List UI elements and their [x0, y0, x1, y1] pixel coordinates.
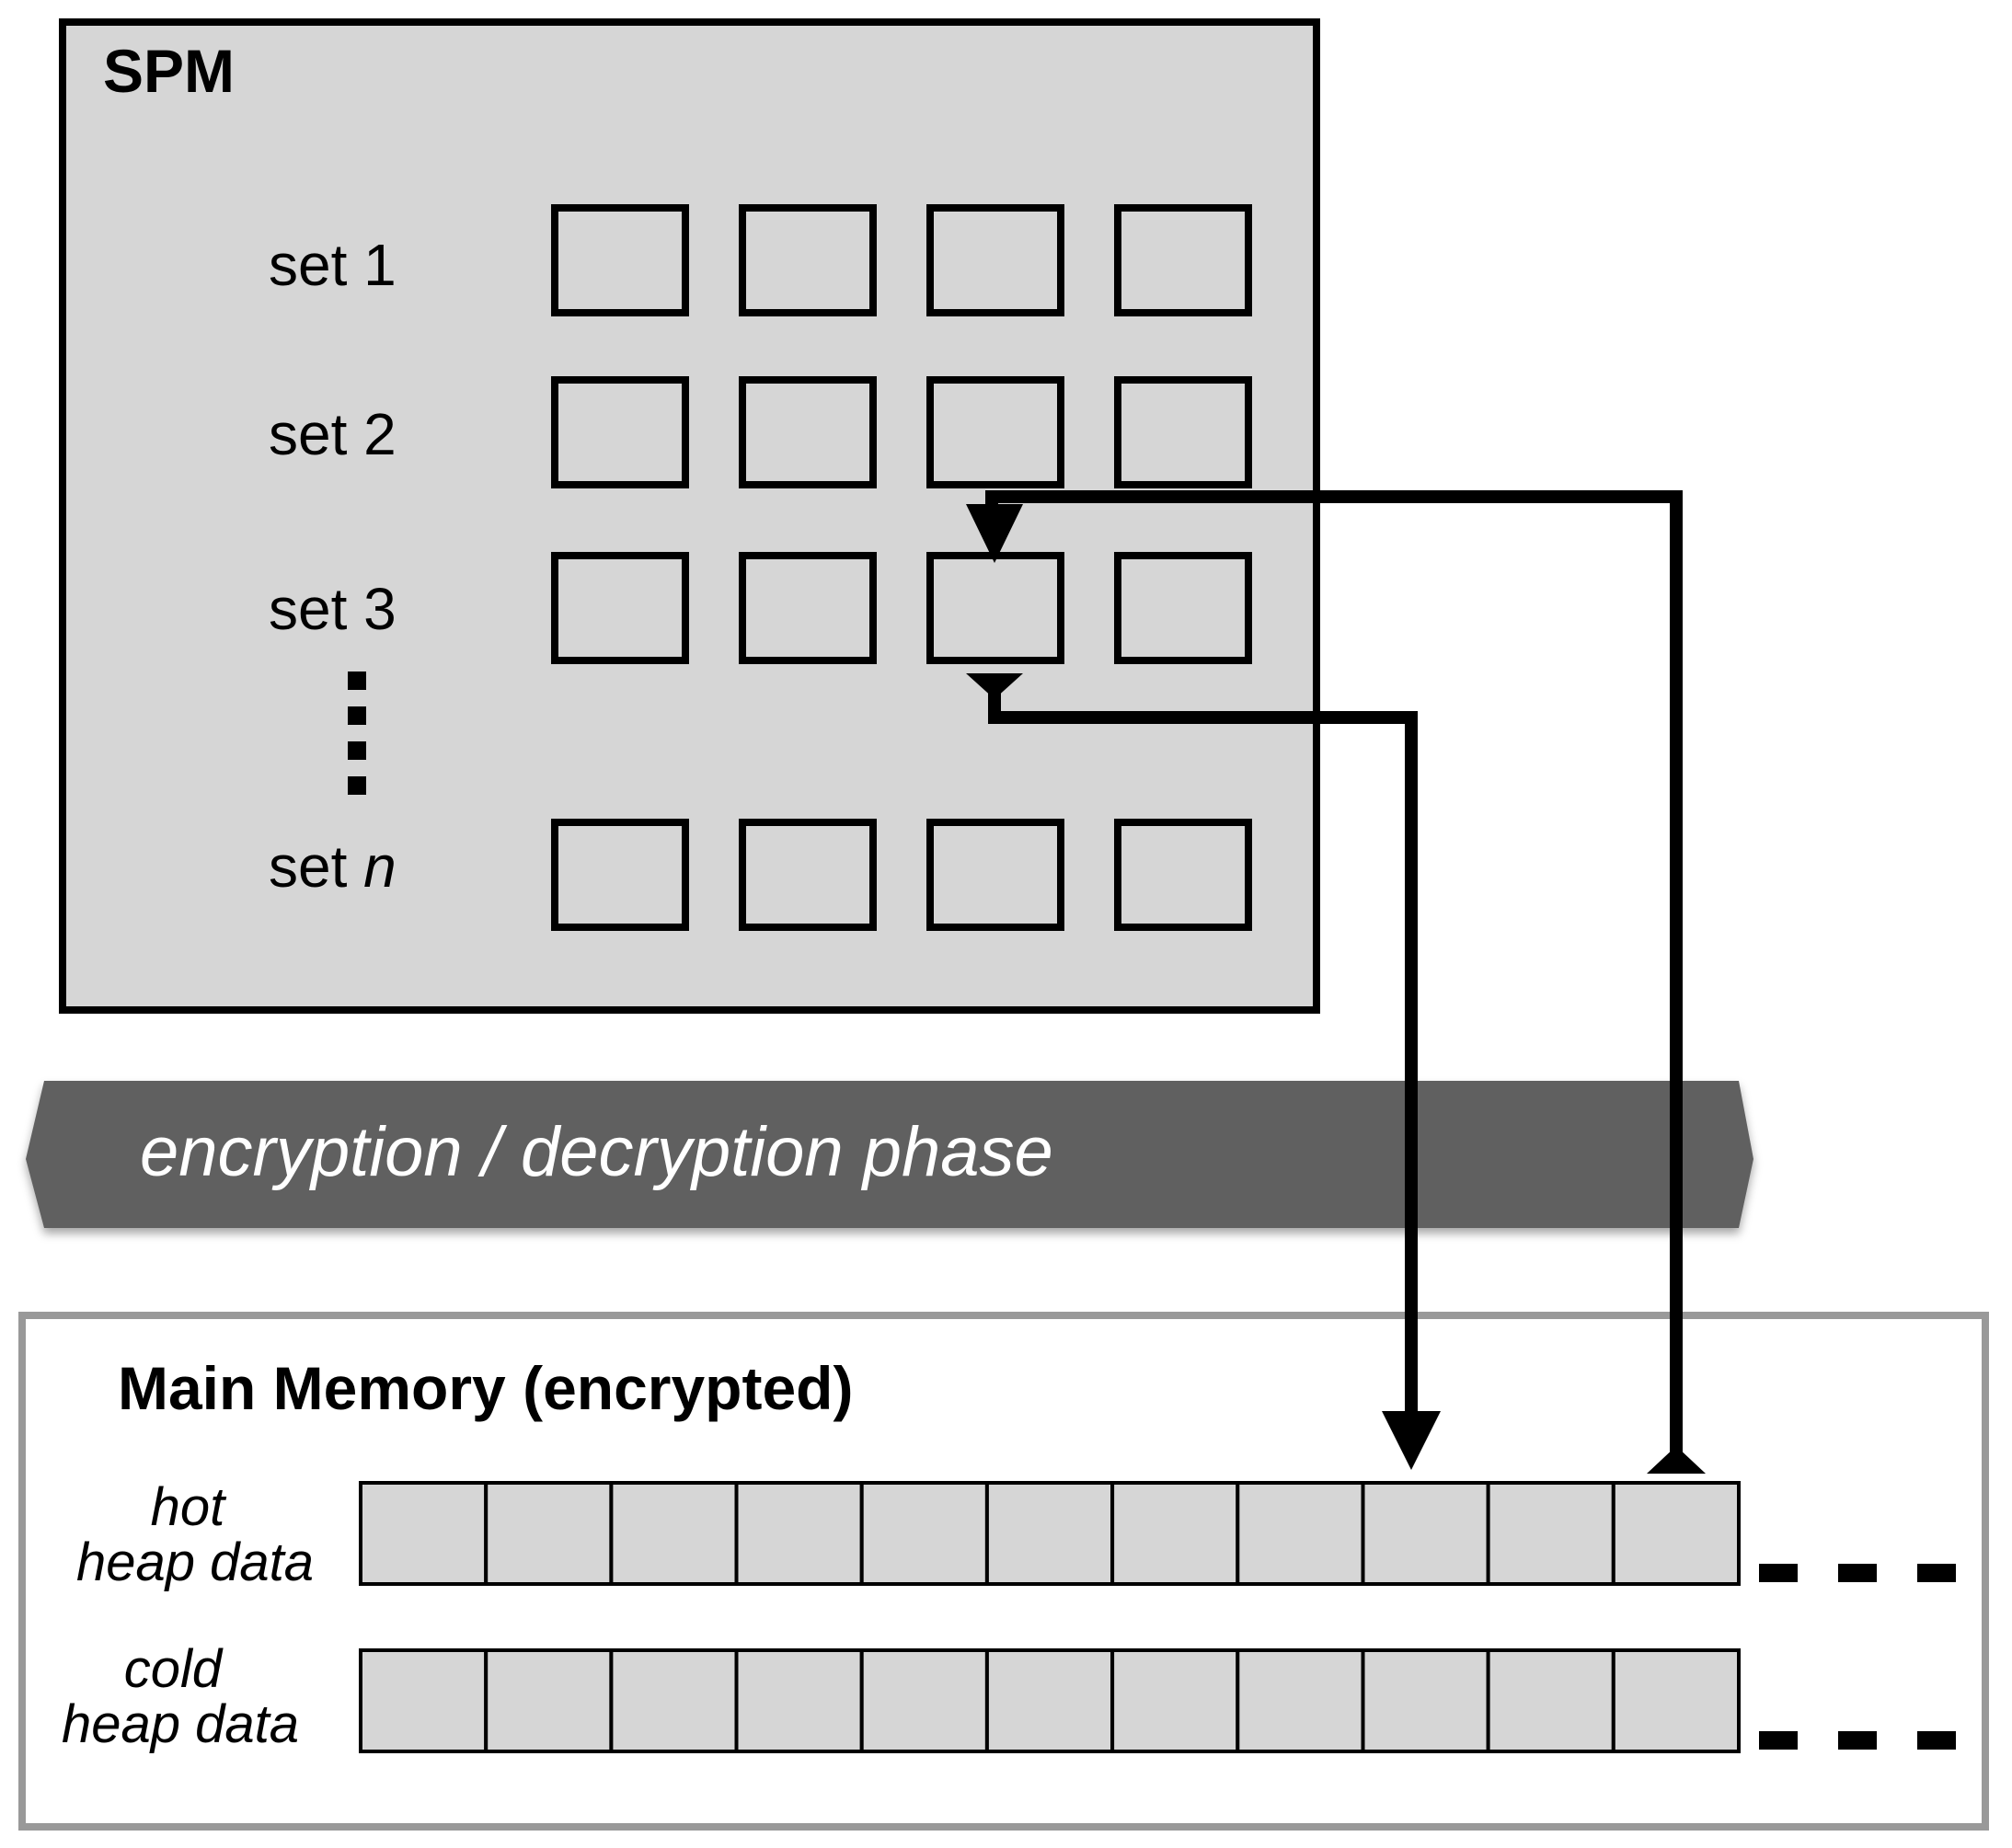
hot-heap-block-2: [484, 1481, 614, 1586]
vertical-ellipsis: [348, 671, 366, 795]
spm-line-set-3-way-4: [1114, 552, 1252, 664]
cold-heap-block-10: [1486, 1648, 1615, 1753]
spm-line-set-1-way-1: [551, 204, 689, 316]
hot-heap-block-10: [1486, 1481, 1615, 1586]
hot-heap-block-7: [1110, 1481, 1240, 1586]
spm-line-set-3-way-3: [926, 552, 1064, 664]
hot-heap-block-5: [859, 1481, 989, 1586]
hot-heap-label: hot heap data: [76, 1477, 314, 1592]
spm-line-set-2-way-1: [551, 376, 689, 488]
phase-banner-label: encryption / decryption phase: [140, 1113, 1053, 1191]
main-memory-title: Main Memory (encrypted): [118, 1354, 853, 1422]
spm-cache-grid: [551, 204, 1252, 931]
cold-heap-block-3: [609, 1648, 739, 1753]
spm-line-set-3-way-1: [551, 552, 689, 664]
spm-line-set-n-way-2: [739, 819, 877, 931]
hot-row-continuation: [1759, 1564, 1956, 1582]
cold-heap-block-9: [1361, 1648, 1490, 1753]
cold-heap-block-4: [734, 1648, 864, 1753]
hot-heap-block-11: [1611, 1481, 1742, 1586]
set-label-3: set 3: [269, 576, 397, 642]
cold-heap-blocks: [359, 1648, 1742, 1753]
cold-heap-label: cold heap data: [62, 1639, 299, 1754]
load-arrowhead: [966, 504, 1023, 563]
spm-line-set-1-way-2: [739, 204, 877, 316]
cold-heap-block-7: [1110, 1648, 1240, 1753]
spm-line-set-3-way-2: [739, 552, 877, 664]
phase-banner: [26, 1081, 1753, 1228]
hot-heap-block-4: [734, 1481, 864, 1586]
spm-line-set-2-way-2: [739, 376, 877, 488]
spm-line-set-2-way-4: [1114, 376, 1252, 488]
spm-title: SPM: [103, 37, 235, 105]
hot-heap-blocks: [359, 1481, 1742, 1586]
hot-heap-block-8: [1236, 1481, 1365, 1586]
cold-heap-block-6: [984, 1648, 1115, 1753]
set-label-1: set 1: [269, 232, 397, 298]
hot-heap-block-3: [609, 1481, 739, 1586]
evict-arrow-tail: [966, 673, 1023, 699]
hot-heap-block-9: [1361, 1481, 1490, 1586]
hot-heap-block-1: [359, 1481, 489, 1586]
set-label-2: set 2: [269, 401, 397, 467]
cold-heap-block-2: [484, 1648, 614, 1753]
load-arrow: [966, 490, 1706, 1474]
hot-heap-block-6: [984, 1481, 1115, 1586]
load-arrow-tail: [1647, 1446, 1706, 1474]
spm-line-set-1-way-4: [1114, 204, 1252, 316]
spm-line-set-2-way-3: [926, 376, 1064, 488]
spm-box: [59, 18, 1320, 1014]
cold-heap-block-11: [1611, 1648, 1742, 1753]
spm-line-set-n-way-1: [551, 819, 689, 931]
spm-line-set-1-way-3: [926, 204, 1064, 316]
evict-arrowhead: [1382, 1411, 1441, 1470]
evict-arrow: [966, 673, 1441, 1470]
cold-heap-block-8: [1236, 1648, 1365, 1753]
spm-line-set-n-way-3: [926, 819, 1064, 931]
cold-heap-block-5: [859, 1648, 989, 1753]
cold-heap-block-1: [359, 1648, 489, 1753]
cold-row-continuation: [1759, 1731, 1956, 1750]
set-label-n: set n: [269, 833, 397, 900]
spm-line-set-n-way-4: [1114, 819, 1252, 931]
